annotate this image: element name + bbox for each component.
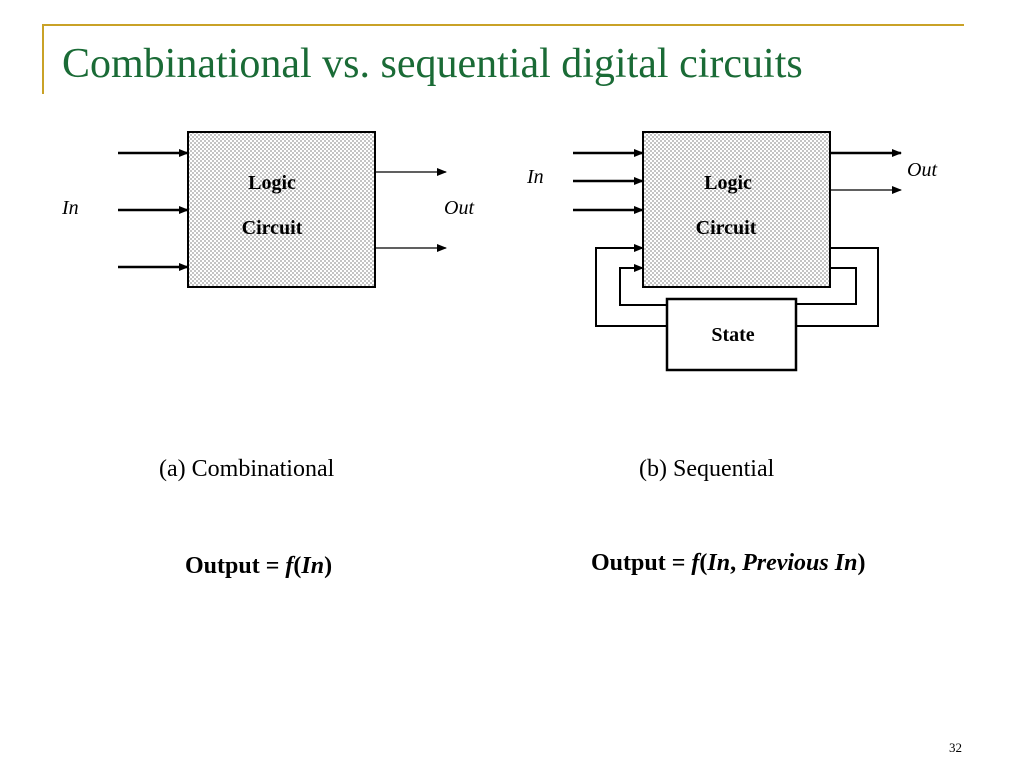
formula-seq-sep: ,	[730, 550, 743, 576]
formula-seq-open: (	[699, 550, 708, 576]
feedback-wire-outer-to-logic	[595, 244, 667, 327]
formula-comb-close: )	[324, 553, 333, 579]
caption-sequential: (b) Sequential	[639, 456, 775, 482]
feedback-wire-inner-to-state	[796, 267, 857, 305]
formula-comb-f: f	[285, 553, 294, 579]
slide-title: Combinational vs. sequential digital cir…	[62, 41, 803, 87]
seq-input-label: In	[526, 166, 544, 188]
title-frame-left-rule	[42, 24, 44, 94]
formula-combinational: Output = f(In)	[185, 553, 332, 580]
formula-comb-arg: In	[301, 553, 325, 579]
formula-seq-arg1: In	[707, 550, 731, 576]
formula-seq-f: f	[691, 550, 700, 576]
combinational-circuit: Logic Circuit In Out	[61, 131, 474, 288]
seq-output-label: Out	[907, 159, 937, 181]
formula-comb-open: (	[293, 553, 302, 579]
formula-seq-eq: =	[665, 550, 692, 576]
formula-seq-close: )	[857, 550, 866, 576]
formula-comb-lhs: Output	[185, 553, 260, 579]
state-block-label: State	[711, 324, 754, 346]
title-frame-top-rule	[42, 24, 964, 26]
comb-block-label-2: Circuit	[242, 217, 303, 239]
comb-logic-block	[187, 131, 376, 288]
comb-output-label: Out	[444, 197, 474, 219]
feedback-wire-outer-to-state	[796, 247, 879, 327]
comb-block-label-1: Logic	[248, 172, 296, 194]
seq-block-label-1: Logic	[704, 172, 752, 194]
sequential-circuit: Logic Circuit State In Out	[526, 131, 937, 372]
feedback-wire-inner-to-logic	[619, 264, 667, 306]
comb-input-label: In	[61, 197, 79, 219]
page-number: 32	[949, 740, 962, 755]
formula-comb-eq: =	[259, 553, 286, 579]
formula-sequential: Output = f(In, Previous In)	[591, 550, 865, 577]
seq-block-label-2: Circuit	[696, 217, 757, 239]
state-block	[665, 297, 798, 372]
seq-logic-block	[642, 131, 831, 288]
formula-seq-arg2: Previous In	[742, 550, 858, 576]
caption-combinational: (a) Combinational	[159, 456, 335, 482]
formula-seq-lhs: Output	[591, 550, 666, 576]
